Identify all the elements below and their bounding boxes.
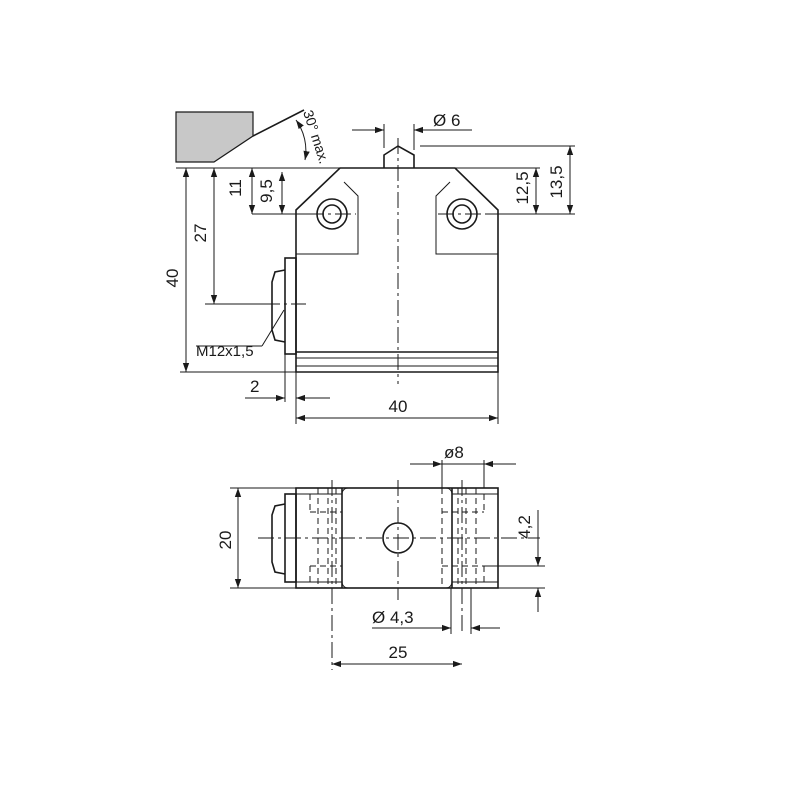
- bottom-view: ø8 20 4,2 Ø 4,3 25: [216, 443, 545, 670]
- pin-diameter-label: Ø 6: [433, 111, 460, 130]
- flange-offset-label: 2: [250, 377, 259, 396]
- conduit-connector: [271, 257, 297, 355]
- overall-width-label: 40: [389, 397, 408, 416]
- hole-offset-label: 4,2: [515, 515, 534, 539]
- pin-height-b-label: 13,5: [547, 165, 566, 198]
- overall-height-label: 40: [163, 269, 182, 288]
- thread-label: M12x1,5: [196, 343, 254, 360]
- hole-spacing-label: 25: [389, 643, 408, 662]
- actuator-cam: [175, 111, 254, 163]
- right-recess: [435, 181, 499, 255]
- switch-body: [295, 167, 499, 373]
- left-recess: [295, 181, 359, 255]
- hole-diameter-label: Ø 4,3: [372, 608, 414, 627]
- front-view: 30° max.: [163, 108, 575, 424]
- hole-height-a-label: 11: [226, 179, 245, 197]
- conduit-height-label: 27: [191, 224, 210, 243]
- pin-height-a-label: 12,5: [513, 171, 532, 204]
- plunger-pin: [383, 145, 415, 168]
- hole-height-b-label: 9,5: [257, 179, 276, 203]
- width-label: 20: [216, 531, 235, 550]
- bore-diameter-label: ø8: [444, 443, 464, 462]
